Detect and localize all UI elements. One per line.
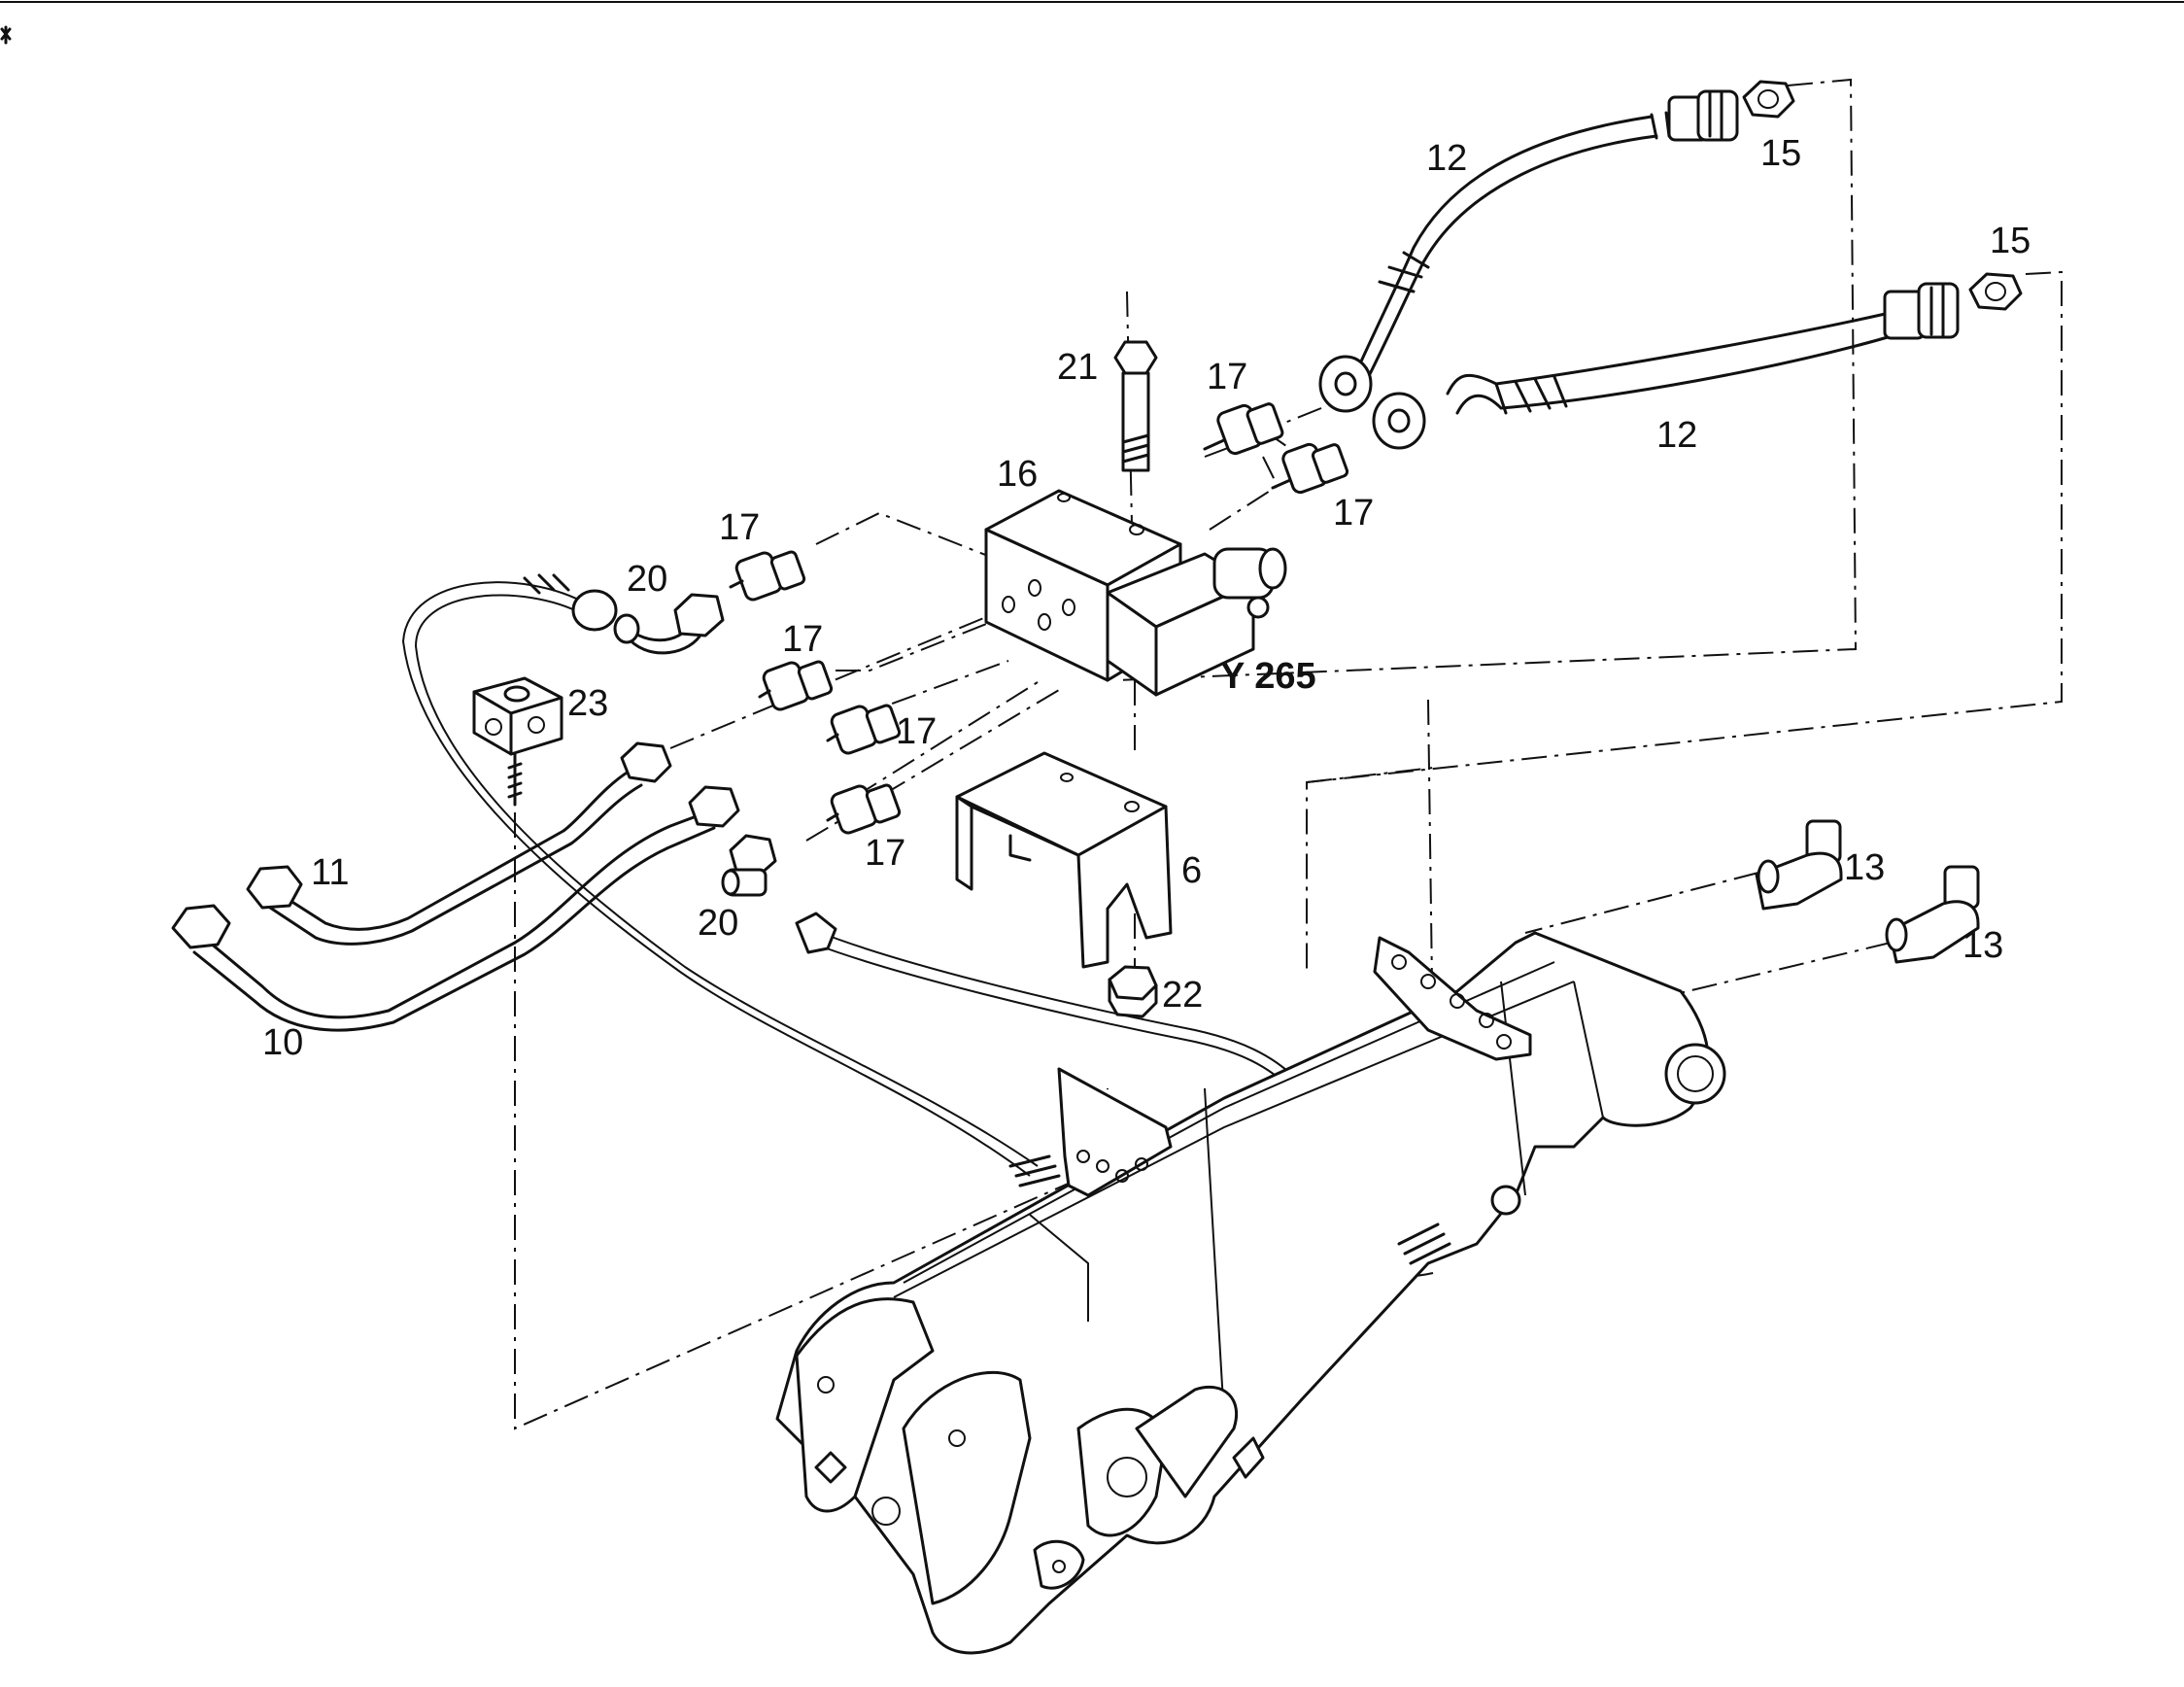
banjo-fitting-20-lower <box>721 834 777 897</box>
fitting-17-right <box>1271 442 1349 495</box>
label-20-upper: 20 <box>627 559 667 600</box>
label-y265: Y 265 <box>1220 656 1316 697</box>
fitting-17-b <box>758 660 834 711</box>
label-17-right: 17 <box>1333 493 1374 534</box>
label-10: 10 <box>262 1022 303 1063</box>
label-16: 16 <box>997 454 1038 495</box>
label-17-d: 17 <box>865 833 905 874</box>
hose-12-upper <box>1318 89 1739 413</box>
label-17-b: 17 <box>782 619 823 660</box>
label-12-upper: 12 <box>1426 138 1467 179</box>
fitting-17-c <box>826 704 902 755</box>
banjo-fitting-20-upper <box>613 593 725 655</box>
frame-top-edge <box>0 1 2184 45</box>
pipe-10 <box>171 785 740 1032</box>
fitting-17-d <box>826 783 902 835</box>
fitting-17-a <box>729 550 806 602</box>
solenoid-y265 <box>1106 547 1287 697</box>
nut-15-lower <box>1968 272 2023 311</box>
nut-22 <box>1108 965 1158 1018</box>
hose-long <box>401 573 1039 1177</box>
label-15-upper: 15 <box>1760 133 1801 174</box>
label-17-top: 17 <box>1207 357 1247 397</box>
pipe-11 <box>246 741 672 946</box>
label-17-c: 17 <box>896 711 937 752</box>
label-13-lower: 13 <box>1962 925 2003 966</box>
bolt-21 <box>1113 340 1158 472</box>
label-23: 23 <box>567 683 608 724</box>
label-21: 21 <box>1057 347 1098 388</box>
elbow-13-upper <box>1755 819 1843 911</box>
elbow-13-lower <box>1885 865 1980 964</box>
label-12-lower: 12 <box>1656 415 1697 456</box>
label-17-a: 17 <box>719 507 760 548</box>
label-20-lower: 20 <box>698 903 738 944</box>
clamp-23 <box>472 676 563 807</box>
fitting-17-top <box>1203 402 1284 456</box>
label-22: 22 <box>1162 975 1203 1016</box>
hose-12-lower <box>1372 282 1960 450</box>
boom-arm <box>775 931 1726 1655</box>
label-13-upper: 13 <box>1844 847 1885 888</box>
callout-labels: 12 15 15 21 17 12 17 16 17 20 17 Y 265 2… <box>262 133 2030 1063</box>
label-6: 6 <box>1181 850 1202 891</box>
label-11: 11 <box>311 852 349 893</box>
bracket-6 <box>955 751 1173 969</box>
nut-15-upper <box>1742 80 1795 119</box>
label-15-lower: 15 <box>1990 221 2030 261</box>
